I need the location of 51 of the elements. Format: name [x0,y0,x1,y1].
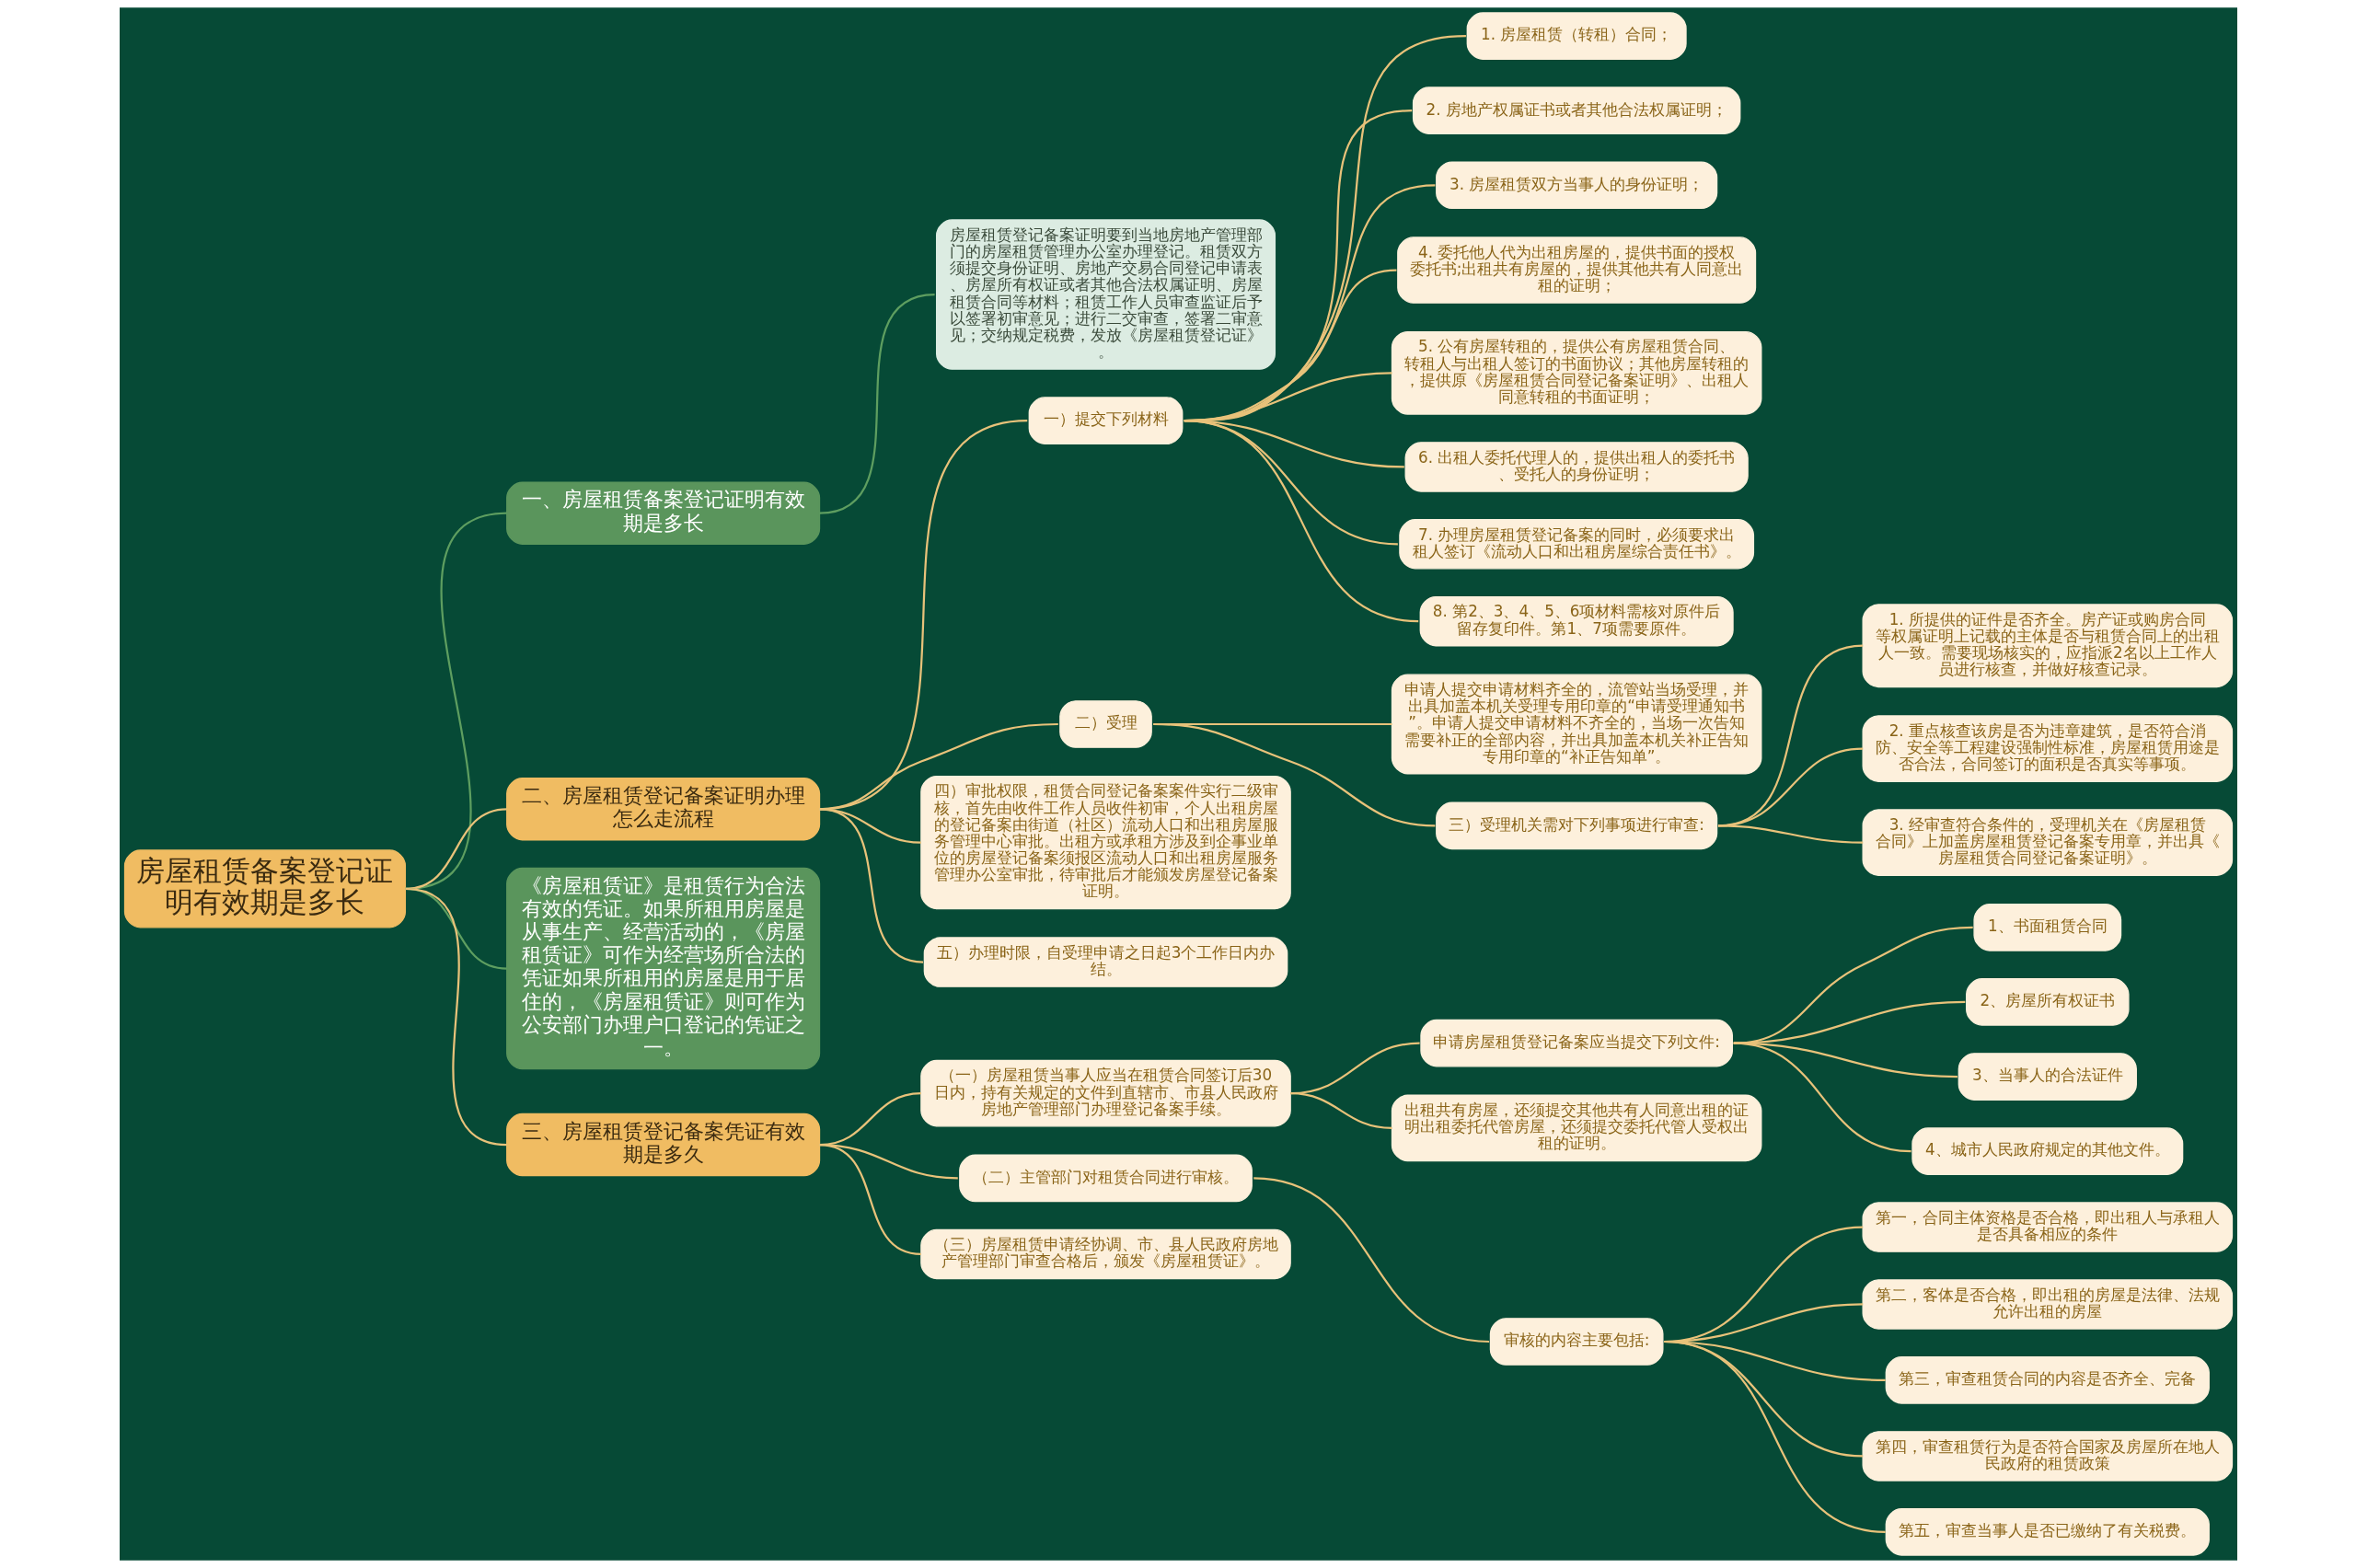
node-box: 第四，审查租赁行为是否符合国家及房屋所在地人民政府的租赁政策 [1862,1431,2233,1482]
node-box: 房屋租赁登记备案证明要到当地房地产管理部门的房屋租赁管理办公室办理登记。租赁双方须提交身份证明、房地产交易合同登记申请表、房屋所有权证或者其他合法权属证明、房屋租赁合同等材料；租赁工作人员审查监证后予以签署初审意见；进行二交审查，签署二审意见；交纳规定税费，发放《房屋租赁登记证》。 [935,219,1276,370]
node-box: 7. 办理房屋租赁登记备案的同时，必须要求出租人签订《流动人口和出租房屋综合责任书》。 [1398,519,1754,570]
connector [818,1144,921,1256]
node-box: 一、房屋租赁备案登记证明有效期是多长 [505,481,820,545]
node-box: 第二，客体是否合格，即出租的房屋是法律、法规允许出租的房屋 [1862,1279,2233,1330]
node-box: 房屋租赁备案登记证明有效期是多长 [123,849,406,928]
node-box: 8. 第2、3、4、5、6项材料需核对原件后留存复印件。第1、7项需要原件。 [1419,595,1734,647]
node-box: 第一，合同主体资格是否合格，即出租人与承租人是否具备相应的条件 [1862,1202,2233,1252]
node-box: 出租共有房屋，还须提交其他共有人同意出租的证明出租委托代管房屋，还须提交委托代管人受权出租的证明。 [1391,1094,1761,1162]
node-box: 二、房屋租赁登记备案证明办理怎么走流程 [505,778,820,841]
connector [1733,1000,1965,1044]
node-box: 4、城市人民政府规定的其他文件。 [1911,1127,2183,1175]
node-box: 二）受理 [1058,700,1152,748]
connector [1733,1042,1911,1153]
node-box: 申请人提交申请材料齐全的，流管站当场受理，并出具加盖本机关受理专用印章的“申请受理通知书”。申请人提交申请材料不齐全的，当场一次告知需要补正的全部内容，并出具加盖本机关补正告知专用印章的“补正告知单”。 [1391,674,1761,775]
node-box: （一）房屋租赁当事人应当在租赁合同签订后30日内，持有关规定的文件到直辖市、市县人民政府房地产管理部门办理登记备案手续。 [919,1059,1291,1127]
node-box: 1、书面租赁合同 [1972,904,2121,951]
node-box: 1. 房屋租赁（转租）合同； [1466,12,1687,60]
node-box: 一）提交下列材料 [1028,397,1183,444]
node-box: 1. 所提供的证件是否齐全。房产证或购房合同等权属证明上记载的主体是否与租赁合同上的出租人一致。需要现场核实的，应指派2名以上工作人员进行核查，并做好核查记录。 [1862,604,2233,688]
node-box: 3. 经审查符合条件的，受理机关在《房屋租赁合同》上加盖房屋租赁登记备案专用章，并出具《房屋租赁合同登记备案证明》。 [1862,809,2233,876]
connector [818,808,923,963]
node-box: 申请房屋租赁登记备案应当提交下列文件: [1419,1019,1733,1067]
node-box: （三）房屋租赁申请经协调、市、县人民政府房地产管理部门审查合格后，颁发《房屋租赁证》。 [919,1228,1291,1280]
node-box: （二）主管部门对租赁合同进行审核。 [958,1154,1253,1203]
node-box: 3. 房屋租赁双方当事人的身份证明； [1435,161,1717,210]
node-box: 2、房屋所有权证书 [1965,978,2130,1026]
node-box: 三）受理机关需对下列事项进行审查: [1435,801,1717,850]
node-box: 三、房屋租赁登记备案凭证有效期是多久 [505,1113,820,1177]
node-box: 2. 重点核查该房是否为违章建筑，是否符合消防、安全等工程建设强制性标准，房屋租赁用途是否合法，合同签订的面积是否真实等事项。 [1862,715,2233,782]
connector [1717,824,1863,844]
node-box: 3、当事人的合法证件 [1958,1053,2137,1101]
connector [1733,926,1973,1044]
node-box: 6. 出租人委托代理人的，提供出租人的委托书、受托人的身份证明； [1404,442,1749,492]
node-box: 审核的内容主要包括: [1489,1318,1663,1366]
node-box: 第五，审查当事人是否已缴纳了有关税费。 [1885,1508,2210,1556]
connector [1289,1092,1392,1130]
connector [1152,722,1435,827]
node-box: 5. 公有房屋转租的，提供公有房屋租赁合同、转租人与出租人签订的书面协议；其他房屋转租的，提供原《房屋租赁合同登记备案证明》、出租人同意转租的书面证明； [1391,330,1761,415]
node-box: 《房屋租赁证》是租赁行为合法有效的凭证。如果所租用房屋是从事生产、经营活动的，《房屋租赁证》可作为经营场所合法的凭证如果所租用的房屋是用于居住的，《房屋租赁证》则可作为公安部门办理户口登记的凭证之一。 [505,867,820,1070]
node-box: 2. 房地产权属证书或者其他合法权属证明； [1412,86,1740,135]
connector [404,887,507,1147]
node-box: 4. 委托他人代为出租房屋的，提供书面的授权委托书;出租共有房屋的，提供其他共有人同意出租的证明； [1396,236,1756,304]
node-box: 五）办理时限，自受理申请之日起3个工作日内办结。 [923,937,1288,987]
connector [818,294,935,514]
connector [1184,419,1418,623]
node-box: 四）审批权限，租赁合同登记备案案件实行二级审核，首先由收件工作人员收件初审，个人出租房屋的登记备案由街道（社区）流动人口和出租房屋服务管理中心审批。出租方或承租方涉及到企事业单位的房屋登记备案须报区流动人口和出租房屋服务管理办公室审批，待审批后才能颁发房屋登记备案证明。 [919,775,1291,910]
connector [1253,1177,1489,1343]
node-box: 第三，审查租赁合同的内容是否齐全、完备 [1885,1356,2210,1404]
connector [1663,1340,1886,1533]
